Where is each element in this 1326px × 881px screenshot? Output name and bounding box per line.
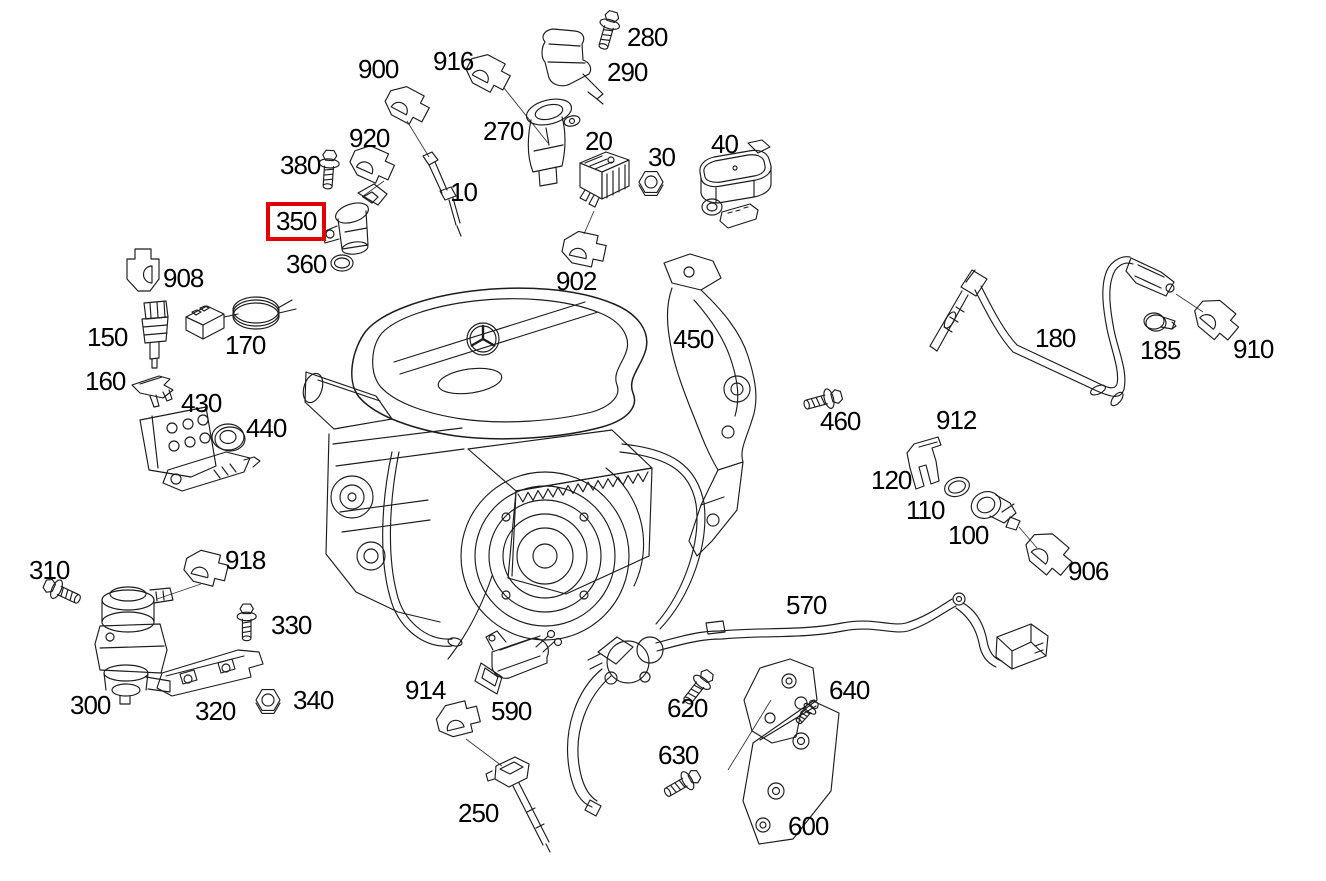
part-label-906[interactable]: 906: [1068, 556, 1109, 586]
part-label-280[interactable]: 280: [627, 22, 668, 52]
bolt-630: [659, 764, 705, 803]
grommet-440: [212, 424, 245, 451]
part-label-460[interactable]: 460: [820, 406, 861, 436]
engine-assembly: [300, 288, 705, 659]
part-label-110[interactable]: 110: [906, 495, 945, 525]
sensor-100: [967, 487, 1020, 530]
part-label-920[interactable]: 920: [349, 123, 390, 153]
part-label-900[interactable]: 900: [358, 54, 399, 84]
part-label-430[interactable]: 430: [181, 388, 222, 418]
part-label-902[interactable]: 902: [556, 266, 597, 296]
part-label-918[interactable]: 918: [225, 545, 266, 575]
part-label-170[interactable]: 170: [225, 330, 266, 360]
leader-lines: [157, 88, 1203, 770]
oil-sensor-250: [486, 757, 550, 852]
part-label-270[interactable]: 270: [483, 116, 524, 146]
part-label-160[interactable]: 160: [85, 366, 126, 396]
part-label-910[interactable]: 910: [1233, 334, 1274, 364]
bracket-450: [664, 254, 756, 556]
part-label-340[interactable]: 340: [293, 685, 334, 715]
o-ring-110: [941, 473, 973, 501]
switch-150: [142, 301, 168, 368]
part-label-180[interactable]: 180: [1035, 323, 1076, 353]
part-label-620[interactable]: 620: [667, 693, 708, 723]
clip-160: [132, 376, 173, 407]
part-label-20[interactable]: 20: [585, 126, 613, 156]
bracket-320: [157, 650, 263, 696]
harness-170: [186, 297, 296, 339]
holder-290: [542, 29, 603, 104]
glow-plug: [423, 152, 461, 236]
relay-20: [580, 152, 629, 207]
camshaft-sensor-270: [524, 95, 581, 186]
part-label-640[interactable]: 640: [829, 675, 870, 705]
part-label-120[interactable]: 120: [871, 465, 912, 495]
part-label-914[interactable]: 914: [405, 675, 446, 705]
part-label-10[interactable]: 10: [450, 177, 478, 207]
part-label-630[interactable]: 630: [658, 740, 699, 770]
pressure-unit-cluster: [568, 637, 663, 816]
part-label-330[interactable]: 330: [271, 610, 312, 640]
exhaust-temp-sensor-180: [930, 257, 1174, 408]
part-label-150[interactable]: 150: [87, 322, 128, 352]
part-label-290[interactable]: 290: [607, 57, 648, 87]
part-label-185[interactable]: 185: [1140, 335, 1181, 365]
part-label-350-selected[interactable]: 350: [266, 202, 327, 241]
connector-908-icon: [126, 248, 160, 292]
camshaft-sensor-350: [323, 184, 387, 256]
part-label-40[interactable]: 40: [711, 129, 739, 159]
part-label-916[interactable]: 916: [433, 46, 474, 76]
part-label-912[interactable]: 912: [936, 405, 977, 435]
retaining-clip-120: [907, 437, 941, 489]
o-ring-360: [330, 254, 354, 272]
part-label-570[interactable]: 570: [786, 590, 827, 620]
part-label-440[interactable]: 440: [246, 413, 287, 443]
harness-570: [656, 593, 1048, 669]
part-label-30[interactable]: 30: [648, 142, 676, 172]
control-unit-40: [700, 140, 771, 228]
part-label-600[interactable]: 600: [788, 811, 829, 841]
part-label-450[interactable]: 450: [673, 324, 714, 354]
nut-30: [638, 171, 664, 196]
clip-185: [1144, 313, 1176, 331]
part-label-300[interactable]: 300: [70, 690, 111, 720]
part-label-360[interactable]: 360: [286, 249, 327, 279]
part-label-100[interactable]: 100: [948, 520, 989, 550]
bolt-380: [316, 149, 341, 191]
part-label-250[interactable]: 250: [458, 798, 499, 828]
connector-918-icon: [181, 546, 231, 590]
bracket-430: [140, 407, 260, 491]
part-label-310[interactable]: 310: [29, 555, 70, 585]
bolt-280: [592, 8, 624, 53]
connector-902-icon: [559, 228, 609, 270]
bolt-330: [236, 603, 257, 642]
bracket-600: [743, 659, 839, 844]
part-label-320[interactable]: 320: [195, 696, 236, 726]
changeover-valve-300: [95, 587, 173, 704]
mercedes-star-icon: [467, 323, 499, 355]
part-label-908[interactable]: 908: [163, 263, 204, 293]
nut-340: [255, 689, 281, 714]
part-label-380[interactable]: 380: [280, 150, 321, 180]
part-label-590[interactable]: 590: [491, 696, 532, 726]
